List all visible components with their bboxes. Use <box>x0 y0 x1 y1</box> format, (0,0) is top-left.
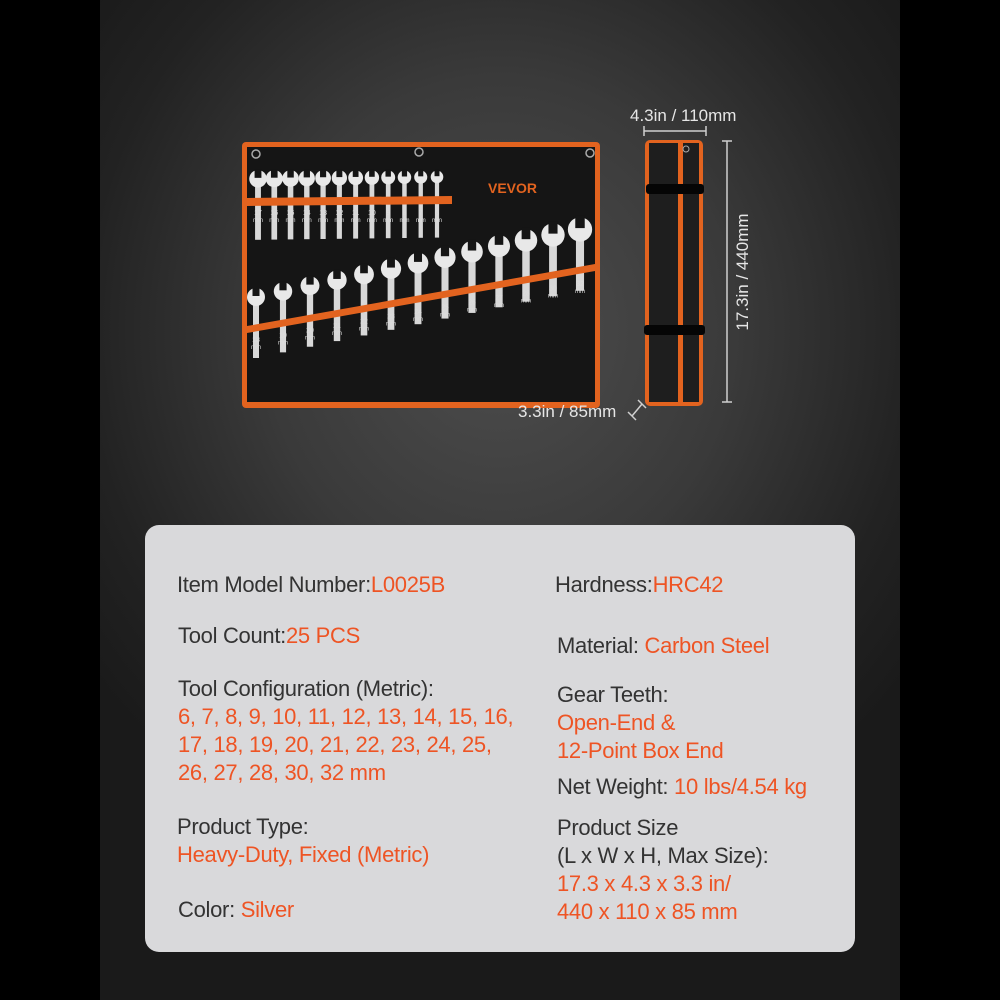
wrench-size-label: 21 <box>333 323 341 330</box>
wrench-size-label: 19 <box>279 332 287 339</box>
wrench-size-label: 30 <box>549 286 557 293</box>
wrench-unit-label: mm <box>494 303 504 309</box>
pocket-trim <box>247 264 595 333</box>
wrench-size-label: 28 <box>522 290 530 297</box>
wrench: 9mm <box>381 169 396 239</box>
dimension-lines <box>627 126 732 421</box>
wrench-unit-label: mm <box>302 218 312 224</box>
wrench-size-label: 7 <box>419 210 423 217</box>
wrench: 7mm <box>414 169 428 238</box>
wrench-unit-label: mm <box>351 218 361 224</box>
wrench: 6mm <box>430 169 444 238</box>
wrench-unit-label: mm <box>575 289 585 295</box>
wrench-size-label: 22 <box>360 318 368 325</box>
wrench: 10mm <box>364 169 380 239</box>
rolled-wrench-pouch <box>644 140 705 406</box>
wrench-size-label: 27 <box>495 295 503 302</box>
wrench-unit-label: mm <box>399 218 409 224</box>
brand-logo: VEVOR <box>488 180 537 196</box>
wrench-unit-label: mm <box>548 294 558 300</box>
wrench-size-label: 6 <box>435 210 439 217</box>
wrench-size-label: 15 <box>287 210 295 217</box>
spec-color: Color: Silver <box>178 897 294 922</box>
wrench-size-label: 32 <box>576 281 584 288</box>
width-dimension-label: 4.3in / 110mm <box>630 106 737 125</box>
wrench-size-label: 16 <box>270 210 278 217</box>
wrench-size-label: 9 <box>386 210 390 217</box>
wrench-unit-label: mm <box>440 312 450 318</box>
wrench-unit-label: mm <box>386 322 396 328</box>
spec-gear-teeth: Gear Teeth: Open-End & 12-Point Box End <box>557 682 724 763</box>
wrench-unit-label: mm <box>416 218 426 224</box>
wrench-unit-label: mm <box>253 218 263 224</box>
wrench-unit-label: mm <box>467 308 477 314</box>
wrench-unit-label: mm <box>521 298 531 304</box>
wrench-unit-label: mm <box>286 218 296 224</box>
spec-tool-count: Tool Count:25 PCS <box>178 623 361 648</box>
wrench-unit-label: mm <box>367 218 377 224</box>
wrench-unit-label: mm <box>278 340 288 346</box>
spec-hardness: Hardness:HRC42 <box>555 572 724 597</box>
spec-configuration: Tool Configuration (Metric): 6, 7, 8, 9,… <box>178 676 514 785</box>
wrench-size-label: 12 <box>335 210 343 217</box>
wrench-size-label: 8 <box>403 210 407 217</box>
wrench-unit-label: mm <box>432 218 442 224</box>
spec-product-size: Product Size (L x W x H, Max Size): 17.3… <box>557 815 769 924</box>
wrench-size-label: 25 <box>441 304 449 311</box>
height-dimension-label: 3.3in / 85mm <box>518 402 617 421</box>
wrench-size-label: 23 <box>387 314 395 321</box>
wrench-unit-label: mm <box>413 317 423 323</box>
spec-panel <box>145 525 855 952</box>
spec-product-type: Product Type: Heavy-Duty, Fixed (Metric) <box>177 814 430 867</box>
wrench-size-label: 11 <box>352 210 359 217</box>
wrench-size-label: 20 <box>306 328 314 335</box>
wrench-size-label: 14 <box>303 210 311 217</box>
wrench-size-label: 17 <box>254 210 262 217</box>
wrench-unit-label: mm <box>305 336 315 342</box>
wrench-unit-label: mm <box>383 218 393 224</box>
wrench-size-label: 13 <box>319 210 327 217</box>
open-wrench-roll: VEVOR 17mm16mm15mm14mm13mm12mm11mm10mm9m… <box>242 142 600 408</box>
spec-net-weight: Net Weight: 10 lbs/4.54 kg <box>557 774 807 799</box>
pocket-trim <box>247 196 452 206</box>
wrench-size-label: 10 <box>368 210 376 217</box>
wrench-size-label: 18 <box>252 337 260 344</box>
wrench-unit-label: mm <box>318 218 328 224</box>
wrench-unit-label: mm <box>269 218 279 224</box>
length-dimension-label: 17.3in / 440mm <box>733 213 752 331</box>
spec-model: Item Model Number:L0025B <box>177 572 445 597</box>
wrench-size-label: 26 <box>468 300 476 307</box>
wrench-size-label: 24 <box>414 309 422 316</box>
wrench-unit-label: mm <box>359 326 369 332</box>
wrench: 8mm <box>397 169 412 238</box>
wrench-unit-label: mm <box>334 218 344 224</box>
wrench-unit-label: mm <box>332 331 342 337</box>
spec-material: Material: Carbon Steel <box>557 633 770 658</box>
wrench-unit-label: mm <box>251 345 261 351</box>
